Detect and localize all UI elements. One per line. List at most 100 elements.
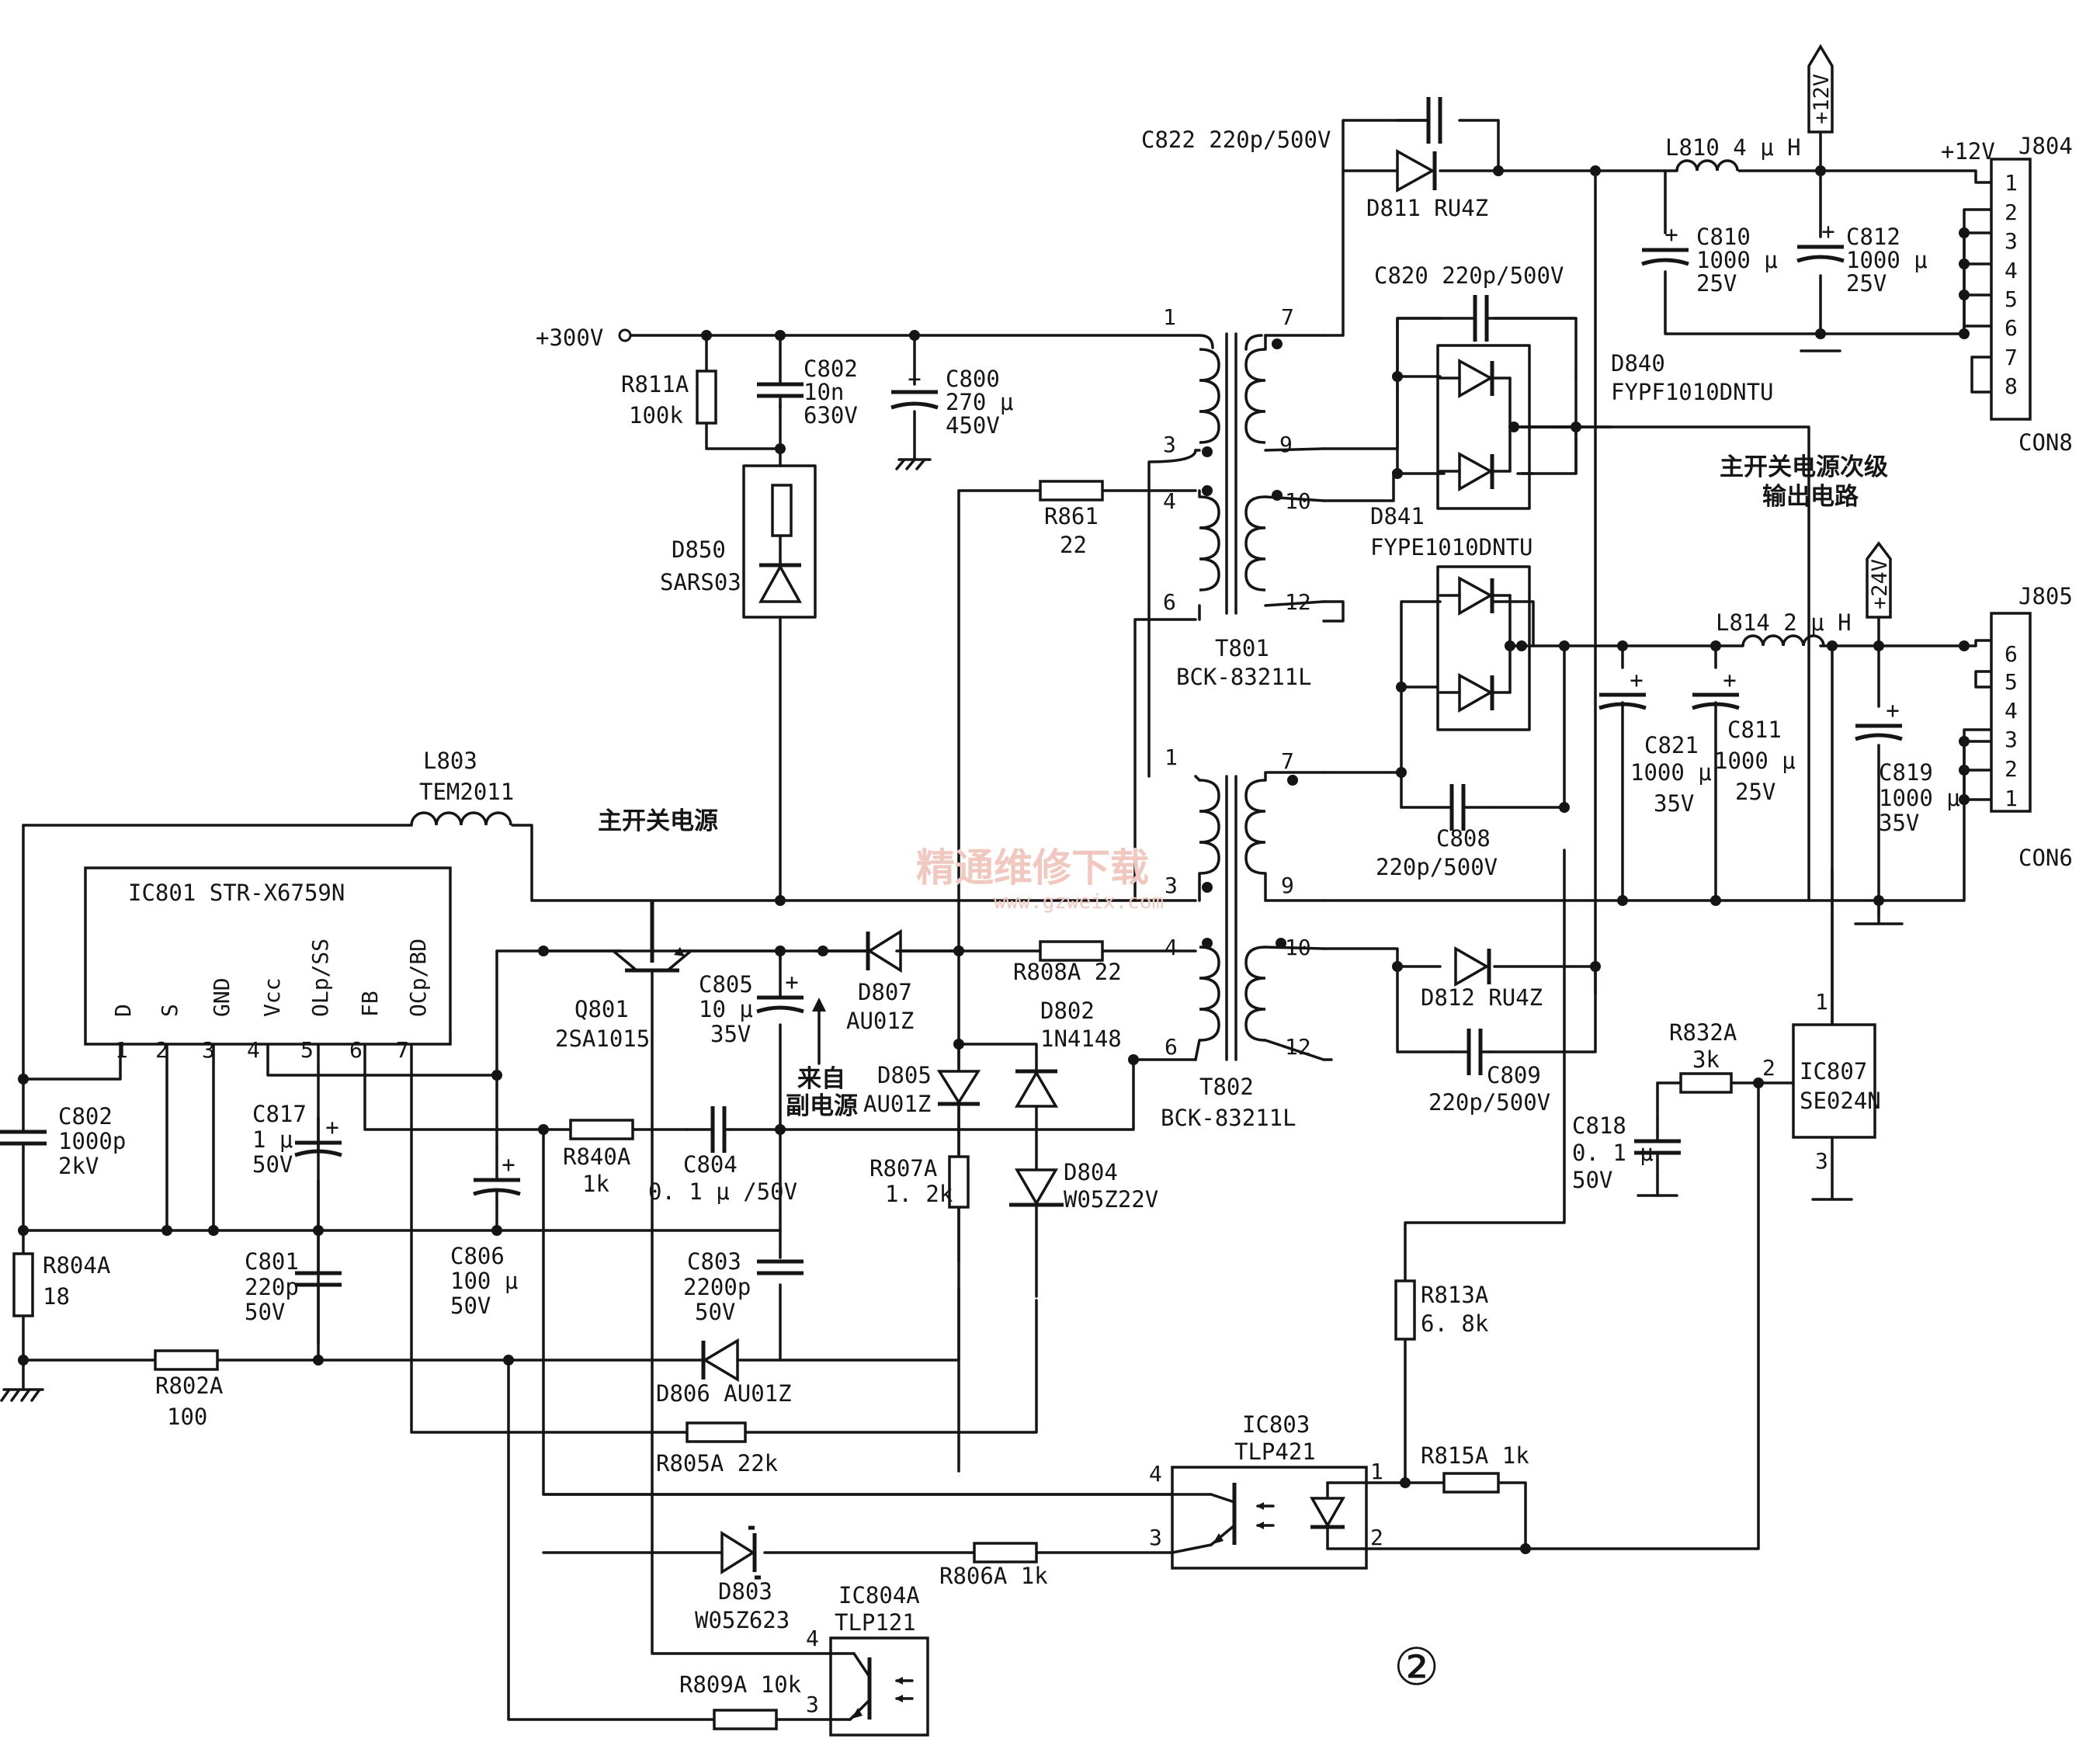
j804-pin-8: 8 <box>2005 373 2018 399</box>
resistor-r815a <box>1442 1472 1500 1494</box>
label-c802a-v1: 10n <box>804 379 844 405</box>
label-c810-v2: 25V <box>1696 270 1737 297</box>
j804-pin-5: 5 <box>2005 286 2018 312</box>
t802-pin-4: 4 <box>1165 935 1178 960</box>
label-ic807-val: SE024N <box>1800 1088 1881 1114</box>
t801-pin-12: 12 <box>1285 589 1311 615</box>
ic803-pin-2: 2 <box>1370 1525 1383 1550</box>
svg-text:+: + <box>785 969 798 995</box>
label-j804-ref: J804 <box>2018 133 2073 159</box>
note-main: 主开关电源 <box>598 807 718 835</box>
label-c808-ref: C808 <box>1436 825 1491 852</box>
label-c805-v2: 35V <box>710 1021 751 1047</box>
resistor-r809a <box>713 1709 778 1730</box>
j804-pin-1: 1 <box>2005 170 2018 196</box>
t802-pin-3: 3 <box>1165 873 1178 898</box>
wires <box>22 99 1993 1721</box>
label-r832a-val: 3k <box>1692 1046 1720 1073</box>
svg-text:+: + <box>325 1114 338 1140</box>
label-r806a: R806A 1k <box>939 1563 1048 1589</box>
label-ic803-val: TLP421 <box>1234 1438 1316 1465</box>
j804-pin-4: 4 <box>2005 258 2018 283</box>
connector-j804 <box>1990 158 2032 421</box>
ic801-pin-1: 1 <box>115 1037 128 1063</box>
ic804a-pin-4: 4 <box>806 1626 819 1651</box>
svg-text:+: + <box>1821 218 1834 245</box>
resistor-r808a <box>1039 940 1104 962</box>
label-c808-val: 220p/500V <box>1376 854 1498 880</box>
svg-text:+: + <box>1886 697 1899 724</box>
note-secondary-2: 输出电路 <box>1762 483 1859 511</box>
label-c802a-ref: C802 <box>804 356 858 382</box>
ic801-pin-2: 2 <box>155 1037 168 1063</box>
ic801-pin-name-s: S <box>157 1004 182 1017</box>
label-r811a-val: 100k <box>629 402 683 429</box>
ic801-pin-3: 3 <box>202 1037 215 1063</box>
label-c820: C820 220p/500V <box>1374 262 1564 289</box>
label-t801-val: BCK-83211L <box>1176 664 1312 690</box>
label-r840a-ref: R840A <box>563 1143 630 1170</box>
resistor-d850-series <box>771 484 793 537</box>
figure-number: ② <box>1394 1637 1439 1697</box>
label-c821-ref: C821 <box>1644 732 1699 758</box>
j805-pin-4: 4 <box>2005 698 2018 724</box>
label-q801-ref: Q801 <box>574 996 629 1022</box>
label-c803-v1: 2200p <box>683 1274 751 1300</box>
label-ic807-ref: IC807 <box>1800 1058 1867 1084</box>
label-r804a-val: 18 <box>43 1283 70 1310</box>
ic801-pin-name-fb: FB <box>357 991 383 1017</box>
label-l803-ref: L803 <box>423 748 477 774</box>
label-c821-v2: 35V <box>1654 790 1694 817</box>
transformer-t801 <box>1194 332 1325 621</box>
label-v300: +300V <box>536 324 603 351</box>
label-c818-v1: 0. 1 μ <box>1572 1140 1654 1166</box>
label-j805-ref: J805 <box>2018 583 2073 609</box>
note-aux-1: 来自 <box>797 1065 845 1093</box>
ic801-pin-name-ocp: OCp/BD <box>405 939 431 1017</box>
j804-pin-6: 6 <box>2005 315 2018 341</box>
svg-text:+: + <box>1630 667 1643 693</box>
label-con8: CON8 <box>2018 429 2073 456</box>
label-ic803-ref: IC803 <box>1242 1411 1310 1438</box>
label-l803-val: TEM2011 <box>419 779 514 805</box>
watermark-url: www.gzweix.com <box>994 890 1164 914</box>
t801-pin-4: 4 <box>1163 488 1176 514</box>
resistor-r811a <box>696 370 717 425</box>
label-c800-v2: 450V <box>946 412 1000 439</box>
resistor-r840a <box>569 1119 634 1140</box>
label-ic804a-val: TLP121 <box>835 1609 916 1636</box>
label-c822: C822 220p/500V <box>1141 127 1331 153</box>
ic801-pin-4: 4 <box>247 1037 260 1063</box>
voltage-flag-12v <box>1807 43 1834 134</box>
label-c818-ref: C818 <box>1572 1112 1626 1139</box>
label-l814: L814 2 μ H <box>1716 609 1852 636</box>
ic803-pin-4: 4 <box>1149 1461 1162 1487</box>
note-aux-2: 副电源 <box>786 1092 858 1120</box>
ic807-pin-1: 1 <box>1815 989 1828 1015</box>
label-t802-val: BCK-83211L <box>1161 1105 1296 1131</box>
optocoupler-ic804a <box>829 1636 929 1737</box>
ic801-body <box>84 866 452 1046</box>
label-c812-v1: 1000 μ <box>1846 247 1928 273</box>
resistor-r832a <box>1679 1072 1733 1094</box>
j805-pin-5: 5 <box>2005 669 2018 695</box>
label-c819-v2: 35V <box>1879 810 1919 836</box>
label-d804-ref: D804 <box>1064 1159 1118 1185</box>
label-c811-ref: C811 <box>1727 717 1782 743</box>
note-secondary-1: 主开关电源次级 <box>1720 453 1888 481</box>
resistor-r806a <box>973 1542 1038 1563</box>
ic801-pin-name-gnd: GND <box>209 977 234 1017</box>
ic807-pin-3: 3 <box>1815 1148 1828 1174</box>
label-q801-val: 2SA1015 <box>555 1025 650 1052</box>
label-ic804a-ref: IC804A <box>838 1582 920 1609</box>
ic807-pin-2: 2 <box>1762 1055 1775 1081</box>
label-d841-val: FYPE1010DNTU <box>1370 534 1533 560</box>
label-r809a: R809A 10k <box>679 1671 802 1698</box>
ic801-pin-name-d: D <box>110 1004 136 1017</box>
label-r805a: R805A 22k <box>656 1450 779 1477</box>
label-d804-val: W05Z22V <box>1064 1186 1158 1213</box>
j804-pin-2: 2 <box>2005 200 2018 225</box>
label-d806: D806 AU01Z <box>656 1380 792 1407</box>
inductor-l810 <box>1675 159 1739 172</box>
svg-text:+: + <box>908 366 921 392</box>
